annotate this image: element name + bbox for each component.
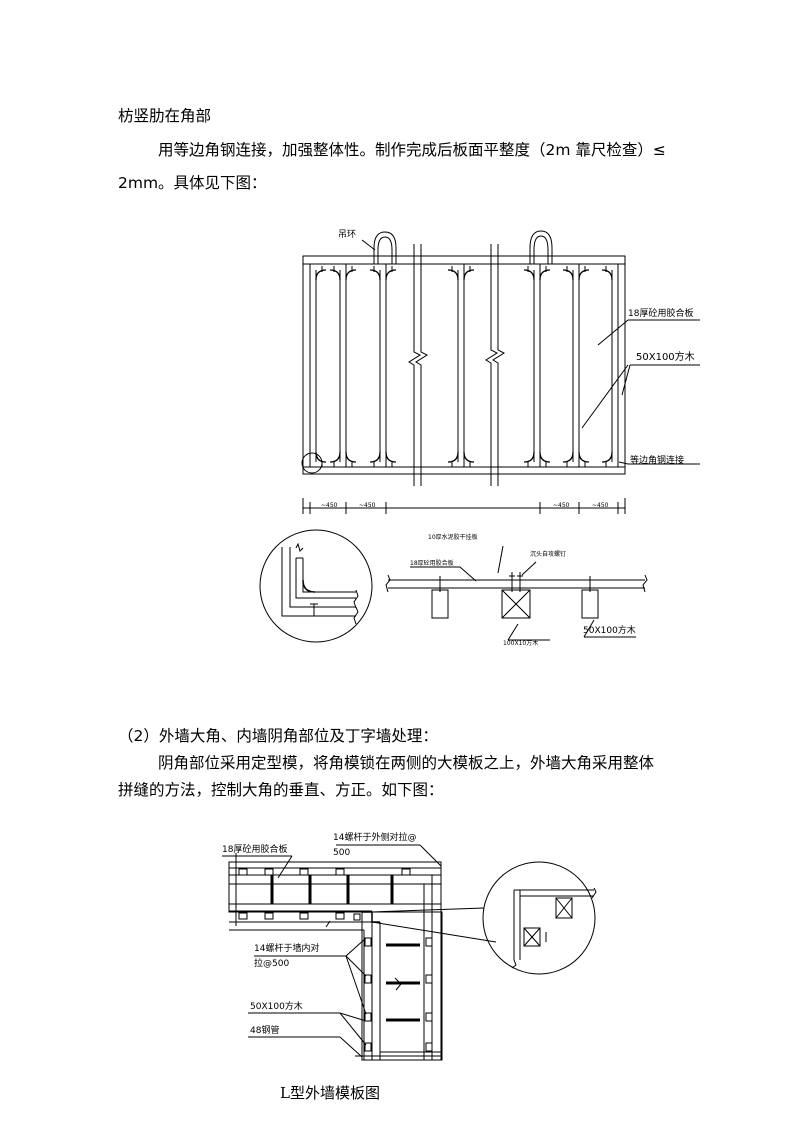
label-bolt-inner-1: 14螺杆于墙内对 bbox=[254, 944, 320, 954]
label-section-screw: 沉头自攻螺钉 bbox=[530, 551, 567, 558]
dim-label-1: ~450 bbox=[321, 502, 338, 509]
screw-ticks bbox=[321, 266, 607, 467]
label-l-plywood: 18厚砼用胶合板 bbox=[222, 845, 288, 855]
dimension-line bbox=[302, 498, 626, 514]
paragraph-line-1: 枋竖肋在角部 bbox=[118, 107, 212, 125]
corner-detail bbox=[259, 529, 373, 643]
label-section-timber-large: 100X10方木 bbox=[503, 640, 539, 647]
label-angle-steel: 等边角钢连接 bbox=[630, 456, 685, 466]
label-steel-pipe: 48钢管 bbox=[250, 1026, 280, 1036]
section-view bbox=[385, 545, 648, 641]
paragraph-line-3: 2mm。具体见下图： bbox=[118, 174, 267, 192]
label-section-plywood: 18厚砼用胶合板 bbox=[410, 560, 454, 567]
break-lines bbox=[408, 244, 506, 486]
label-bolt-outer-1: 14螺杆于外侧对拉@ bbox=[333, 833, 417, 843]
timber-blocks bbox=[238, 868, 433, 1052]
panel-outer-frame bbox=[302, 255, 626, 475]
bottom-leg bbox=[355, 862, 443, 1061]
top-leg bbox=[228, 853, 442, 931]
paragraph-line-6: 拼缝的方法，控制大角的垂直、方正。如下图： bbox=[118, 781, 444, 799]
paragraph-line-5: 阴角部位采用定型模，将角模锁在两侧的大模板之上，外墙大角采用整体 bbox=[158, 754, 655, 772]
label-l-timber: 50X100方木 bbox=[250, 1002, 303, 1012]
detail-marker-circle bbox=[301, 452, 323, 474]
dim-label-2: ~450 bbox=[359, 502, 376, 509]
paragraph-line-4: （2）外墙大角、内墙阴角部位及丁字墙处理： bbox=[118, 727, 438, 745]
label-plywood: 18厚砼用胶合板 bbox=[628, 309, 694, 319]
dim-label-3: ~450 bbox=[553, 502, 570, 509]
vertical-ribs bbox=[309, 264, 619, 467]
figure-caption: L型外墙模板图 bbox=[280, 1084, 380, 1102]
label-timber: 50X100方木 bbox=[636, 352, 695, 363]
label-section-waterproof: 10厚水泥胶干挂板 bbox=[428, 534, 478, 541]
dim-label-4: ~450 bbox=[592, 502, 609, 509]
label-bolt-outer-2: 500 bbox=[333, 848, 351, 858]
label-hanging-ring: 吊环 bbox=[338, 230, 357, 240]
braces bbox=[270, 875, 420, 1022]
label-bolt-inner-2: 拉@500 bbox=[254, 959, 290, 969]
paragraph-line-2: 用等边角钢连接，加强整体性。制作完成后板面平整度（2m 靠尺检查）≤ bbox=[158, 141, 666, 159]
label-section-timber: 50X100方木 bbox=[583, 626, 636, 636]
hanging-ring-icons bbox=[373, 230, 553, 264]
angle-steel-marks bbox=[315, 269, 613, 463]
corner-magnifier bbox=[371, 861, 597, 975]
